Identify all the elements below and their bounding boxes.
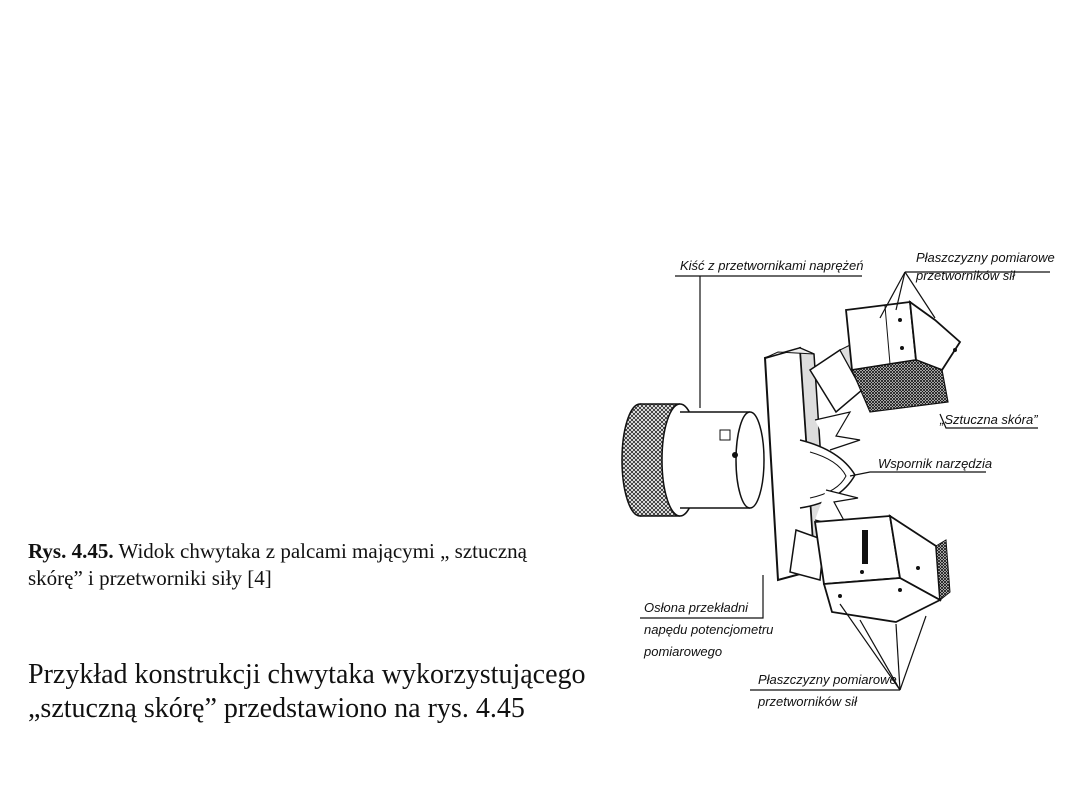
label-gear-cover-2: napędu potencjometru bbox=[644, 622, 773, 637]
label-planes-bottom-1: Płaszczyzny pomiarowe bbox=[758, 672, 897, 687]
label-gear-cover-1: Osłona przekładni bbox=[644, 600, 749, 615]
label-tool-bracket: Wspornik narzędzia bbox=[878, 456, 992, 471]
lower-finger-link bbox=[789, 528, 825, 581]
gripper-drawing: Kiść z przetwornikami naprężeń Płaszczyz… bbox=[621, 250, 1055, 709]
caption-text-line2: skórę” i przetworniki siły [4] bbox=[28, 566, 272, 590]
gear-bracket bbox=[799, 411, 861, 529]
lower-finger bbox=[813, 514, 951, 623]
label-gear-cover-3: pomiarowego bbox=[643, 644, 722, 659]
wrist-cylinder bbox=[680, 411, 765, 509]
figure-caption: Rys. 4.45. Widok chwytaka z palcami mają… bbox=[28, 538, 598, 592]
label-planes-top-1: Płaszczyzny pomiarowe bbox=[916, 250, 1055, 265]
body-line1: Przykład konstrukcji chwytaka wykorzystu… bbox=[28, 659, 586, 690]
figure-number: Rys. 4.45. bbox=[28, 539, 114, 563]
leader-lines bbox=[640, 271, 1050, 691]
body-paragraph: Przykład konstrukcji chwytaka wykorzystu… bbox=[28, 658, 598, 726]
body-line2: „sztuczną skórę” przedstawiono na rys. 4… bbox=[28, 693, 525, 724]
gripper-illustration: Kiść z przetwornikami naprężeń Płaszczyz… bbox=[600, 240, 1080, 720]
upper-finger bbox=[845, 300, 962, 413]
label-artificial-skin: „Sztuczna skóra” bbox=[939, 412, 1038, 427]
label-wrist: Kiść z przetwornikami naprężeń bbox=[680, 258, 864, 273]
label-planes-bottom-2: przetworników sił bbox=[757, 694, 858, 709]
label-planes-top-2: przetworników sił bbox=[915, 268, 1016, 283]
caption-text-line1: Widok chwytaka z palcami mającymi „ sztu… bbox=[113, 539, 527, 563]
